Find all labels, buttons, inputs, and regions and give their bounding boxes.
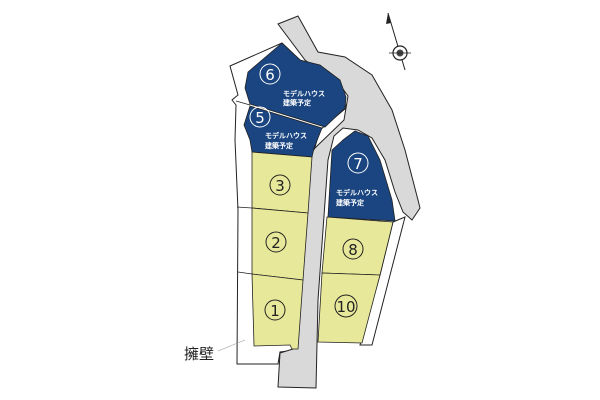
road <box>277 15 421 389</box>
lot-7[interactable] <box>327 130 396 222</box>
svg-text:建築予定: 建築予定 <box>336 198 364 207</box>
svg-text:5: 5 <box>255 109 265 127</box>
lot-3-label: 3 <box>269 174 291 196</box>
lot-2-label: 2 <box>265 231 287 253</box>
svg-text:モデルハウス: モデルハウス <box>283 89 325 98</box>
lot-6-label: 6 モデルハウス 建築予定 <box>259 63 325 107</box>
svg-text:7: 7 <box>353 155 363 173</box>
svg-text:モデルハウス: モデルハウス <box>336 188 378 197</box>
lot-1[interactable] <box>251 273 304 350</box>
boundary-lines <box>235 100 253 275</box>
lot-8-label: 8 <box>342 238 364 260</box>
svg-text:6: 6 <box>265 66 275 84</box>
svg-text:8: 8 <box>348 241 358 259</box>
svg-text:モデルハウス: モデルハウス <box>265 131 307 140</box>
svg-text:建築予定: 建築予定 <box>283 98 311 107</box>
lot-7-label: 7 モデルハウス 建築予定 <box>336 152 378 207</box>
lot-5-label: 5 モデルハウス 建築予定 <box>249 106 307 150</box>
svg-text:10: 10 <box>336 298 355 316</box>
lot-10-label: 10 <box>334 294 358 318</box>
retaining-wall-leader <box>217 339 246 352</box>
svg-text:2: 2 <box>271 234 281 252</box>
lot-1-label: 1 <box>264 299 286 321</box>
svg-text:建築予定: 建築予定 <box>265 141 293 150</box>
retaining-wall-label: 擁壁 <box>184 345 214 363</box>
svg-text:1: 1 <box>270 302 280 320</box>
lot-10[interactable] <box>317 272 381 344</box>
compass-icon <box>386 12 411 71</box>
svg-text:3: 3 <box>275 177 285 195</box>
